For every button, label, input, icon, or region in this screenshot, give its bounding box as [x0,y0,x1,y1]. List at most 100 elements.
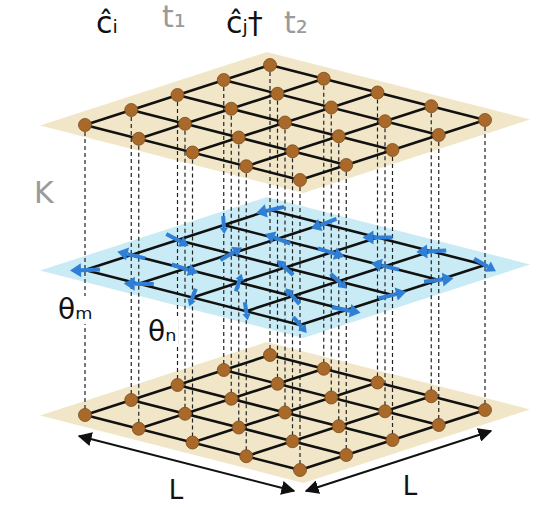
fermion-site [125,104,138,117]
hopping-label: t₁ [162,2,186,32]
lattice-bond [224,370,439,425]
spin-arrowhead [187,264,199,276]
fermion-site [432,419,445,432]
spin-arrowhead [188,298,196,306]
fermion-site [217,364,230,377]
spin-arrow [236,280,240,291]
lattice-bond [270,355,485,410]
lattice-bond [139,369,324,429]
spin-arrow [318,248,335,253]
lattice-bond [246,396,431,456]
operator-label: ĉⱼ† [226,8,263,38]
spin-arrow [291,294,300,304]
fermion-site [425,100,438,113]
fermion-site [325,391,338,404]
dimension-arrow [79,436,294,491]
lattice-bond [85,125,300,180]
fermion-site [240,450,253,463]
lattice-bond [85,65,270,125]
spin-arrow [221,216,226,227]
fermion-site [179,117,192,130]
spin-arrowhead [395,288,407,301]
spin-arrowhead [285,288,294,297]
spin-arrowhead [235,274,243,282]
spin-arrow [166,234,180,242]
spin-arrow [220,252,234,260]
fermion-site [171,89,184,102]
lattice-bond [85,355,270,415]
spin-arrowhead [265,232,277,244]
fermion-site [340,449,353,462]
fermion-site [186,146,199,159]
spin-arrow [245,302,247,313]
spin-arrow [81,267,100,272]
fermion-site [125,394,138,407]
lattice-bond [85,270,300,325]
lattice-bond [224,80,439,135]
coupling-line [246,166,247,456]
fermion-site [217,74,230,87]
lattice-bond [193,238,378,298]
angle-label: θₙ [146,318,178,346]
fermion-site [325,101,338,114]
spin-arrow [172,264,189,269]
fermion-site [132,132,145,145]
fermion-site [286,435,299,448]
fermion-site [271,377,284,390]
lattice-bond [85,210,270,270]
fermion-site [225,102,238,115]
spin-arrowhead [337,279,347,288]
spin-arrow [293,317,301,327]
spin-arrow [427,249,446,254]
fermion-site [179,407,192,420]
fermion-site [332,130,345,143]
lattice-bond [300,265,485,325]
fermion-site [279,116,292,129]
dimension-label: L [403,473,418,499]
spin-arrowhead [178,236,189,246]
spin-arrow [332,307,350,311]
spin-arrowhead [442,273,454,287]
lattice-bond [131,255,346,310]
spin-arrow [424,280,443,282]
spin-arrowhead [333,247,345,259]
fermion-site [386,434,399,447]
spin-arrowhead [70,263,81,277]
spin-arrowhead [124,277,135,291]
operator-label: ĉᵢ [96,8,118,38]
lattice-bond [193,93,378,153]
spin-arrow [474,259,488,267]
lattice-bond [193,383,378,443]
spin-arrowhead [349,304,361,317]
fermion-site [186,436,199,449]
fermion-site [240,160,253,173]
coupling-label: K [34,178,54,208]
spin-arrowhead [277,260,287,269]
fermion-site [271,87,284,100]
spin-arrow [274,237,290,243]
angle-label: θₘ [56,296,95,324]
fermion-site [317,72,330,85]
fermion-site [340,159,353,172]
lattice-bond [139,79,324,139]
fermion-site [294,174,307,187]
fermion-site [132,422,145,435]
spin-arrow [128,254,146,258]
dimension-arrow [306,431,491,491]
spin-arrowhead [298,324,307,333]
dimension-label: L [169,477,184,503]
fermion-site [232,131,245,144]
spin-arrow [381,265,399,269]
lattice-bond [300,120,485,180]
fermion-site [232,421,245,434]
fermion-site [317,362,330,375]
fermion-site [379,405,392,418]
spin-arrowhead [311,219,323,231]
fermion-site [279,406,292,419]
fermion-site [264,59,277,72]
fermion-site [432,129,445,142]
fermion-site [332,420,345,433]
hopping-label: t₂ [284,8,308,38]
